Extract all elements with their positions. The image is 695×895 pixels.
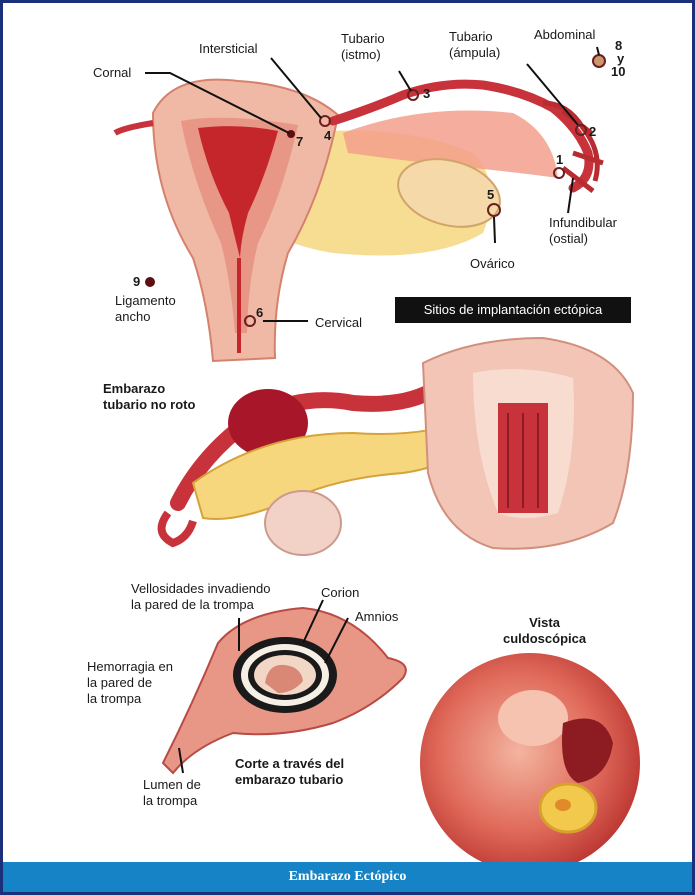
label-amnios: Amnios (355, 609, 398, 625)
site-number-4: 4 (324, 129, 331, 143)
label-vellosidades: Vellosidades invadiendo la pared de la t… (131, 581, 271, 613)
label-abdominal: Abdominal (534, 27, 595, 43)
figure-title-bar: Embarazo Ectópico (3, 862, 692, 892)
implantation-sites-caption: Sitios de implantación ectópica (395, 297, 631, 323)
unruptured-tube-illustration (162, 338, 633, 555)
label-ovarico: Ovárico (470, 256, 515, 272)
tube-cross-section (163, 600, 406, 773)
site-number-9: 9 (133, 275, 140, 289)
site-number-3: 3 (423, 87, 430, 101)
culdoscopic-view (420, 653, 640, 862)
label-cornal: Cornal (93, 65, 131, 81)
site-number-10: 10 (611, 65, 625, 79)
label-tubario-istmo: Tubario (istmo) (341, 31, 411, 63)
label-cervical: Cervical (315, 315, 362, 331)
site-number-6: 6 (256, 306, 263, 320)
label-infundibular: Infundibular (ostial) (549, 215, 639, 247)
label-corte-embarazo-tubario: Corte a través del embarazo tubario (235, 756, 344, 788)
site-number-7: 7 (296, 135, 303, 149)
label-hemorragia: Hemorragia en la pared de la trompa (87, 659, 173, 707)
label-corion: Corion (321, 585, 359, 601)
site-number-5: 5 (487, 188, 494, 202)
label-lumen: Lumen de la trompa (143, 777, 201, 809)
label-ligamento-ancho: Ligamento ancho (115, 293, 205, 325)
site-number-2: 2 (589, 125, 596, 139)
label-tubario-ampula: Tubario (ámpula) (449, 29, 529, 61)
label-vista-culdoscopica: Vista culdoscópica (503, 615, 586, 647)
site-number-1: 1 (556, 153, 563, 167)
label-intersticial: Intersticial (199, 41, 258, 57)
label-embarazo-tubario-no-roto: Embarazo tubario no roto (103, 381, 195, 413)
